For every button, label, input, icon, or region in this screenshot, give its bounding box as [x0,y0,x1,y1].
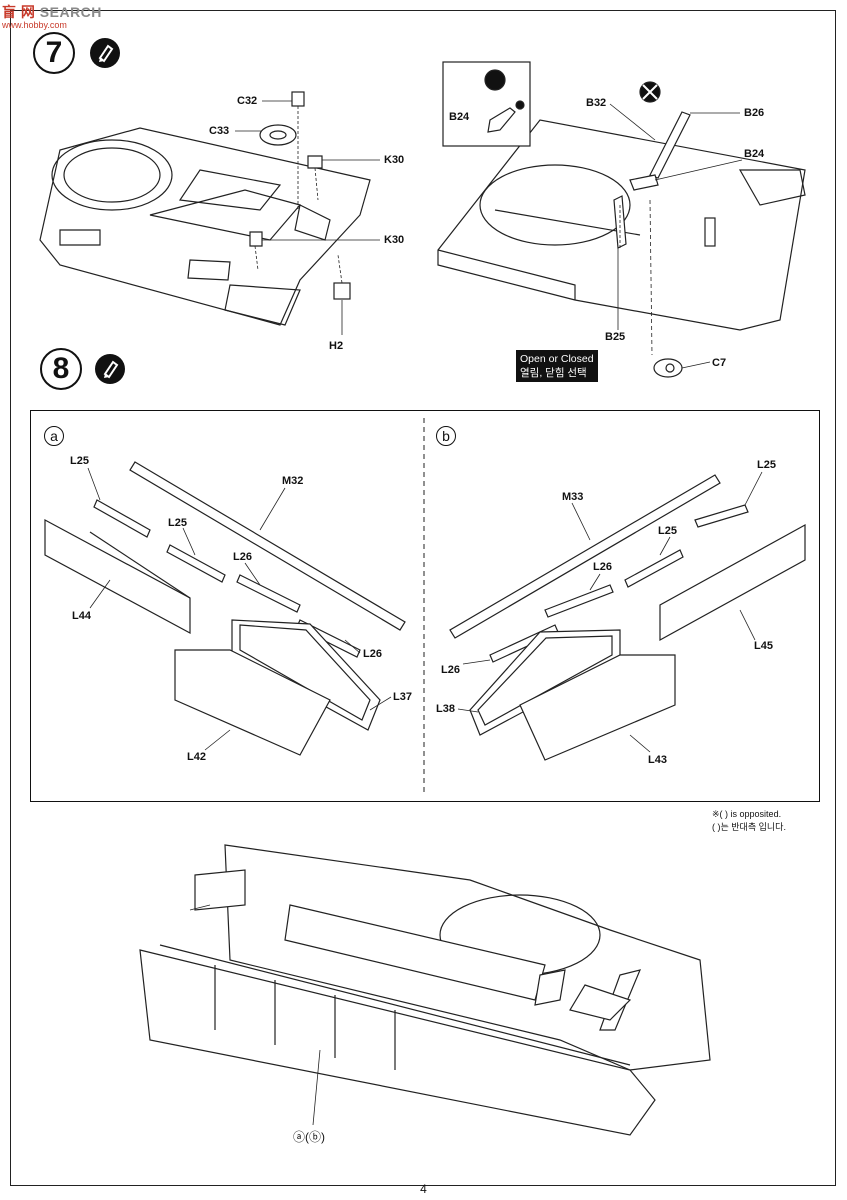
sub-b-marker: b [436,426,456,446]
label-l26-a1: L26 [233,551,252,563]
label-l26-a2: L26 [363,648,382,660]
label-l25-a1: L25 [70,455,89,467]
page-frame [10,10,836,1186]
callout-line-ko: 열림, 닫힘 선택 [520,367,587,379]
page-number: 4 [420,1182,427,1196]
opposite-note: ※( ) is opposited. ( )는 반대측 입니다. [712,808,786,834]
label-l26-b1: L26 [593,561,612,573]
sub-a-parts [44,461,406,756]
label-l44: L44 [72,610,91,622]
sub-b-leaders [457,471,763,753]
label-b25: B25 [605,331,626,343]
label-k30-upper: K30 [384,154,405,166]
label-l37: L37 [393,691,412,703]
step-7-number: 7 [33,32,75,74]
inset-box [442,61,531,147]
rod-parts-right [613,81,691,378]
leader-lines-right [609,103,743,369]
assembly-label: ⓐ(ⓑ) [293,1130,325,1144]
label-l25-b1: L25 [757,459,776,471]
leader-lines-left [235,100,380,335]
label-l38: L38 [436,703,455,715]
label-b24-inset: B24 [449,111,470,123]
label-b24: B24 [744,148,765,160]
label-h2: H2 [329,340,344,352]
label-l25-a2: L25 [168,517,187,529]
callout-line-en: Open or Closed [520,353,594,365]
label-m32: M32 [282,475,304,487]
sub-a-leaders [87,467,392,751]
note-line-ko: ( )는 반대측 입니다. [712,822,786,832]
label-k30-lower: K30 [384,234,405,246]
label-l43: L43 [648,754,667,766]
label-l45: L45 [754,640,773,652]
label-m33: M33 [562,491,584,503]
step-8-number: 8 [40,348,82,390]
label-b26: B26 [744,107,765,119]
watermark-logo: 盲 网 SEARCH [2,4,102,20]
note-line-en: ※( ) is opposited. [712,809,782,819]
cement-icon [95,354,125,384]
sub-a-marker: a [44,426,64,446]
label-c33: C33 [209,125,230,137]
label-l42: L42 [187,751,206,763]
hull-side-assembly [139,844,711,1136]
assembly-leader [189,904,321,1126]
sub-b-parts [449,474,806,761]
label-c7: C7 [712,357,727,369]
label-b32: B32 [586,97,607,109]
cement-icon [90,38,120,68]
watermark-url: www.hobby.com [2,20,67,30]
label-l25-b2: L25 [658,525,677,537]
hull-top-right [437,119,806,331]
hull-top-left [39,127,371,326]
open-closed-callout: Open or Closed 열림, 닫힘 선택 [516,350,598,382]
label-l26-b2: L26 [441,664,460,676]
label-c32: C32 [237,95,258,107]
